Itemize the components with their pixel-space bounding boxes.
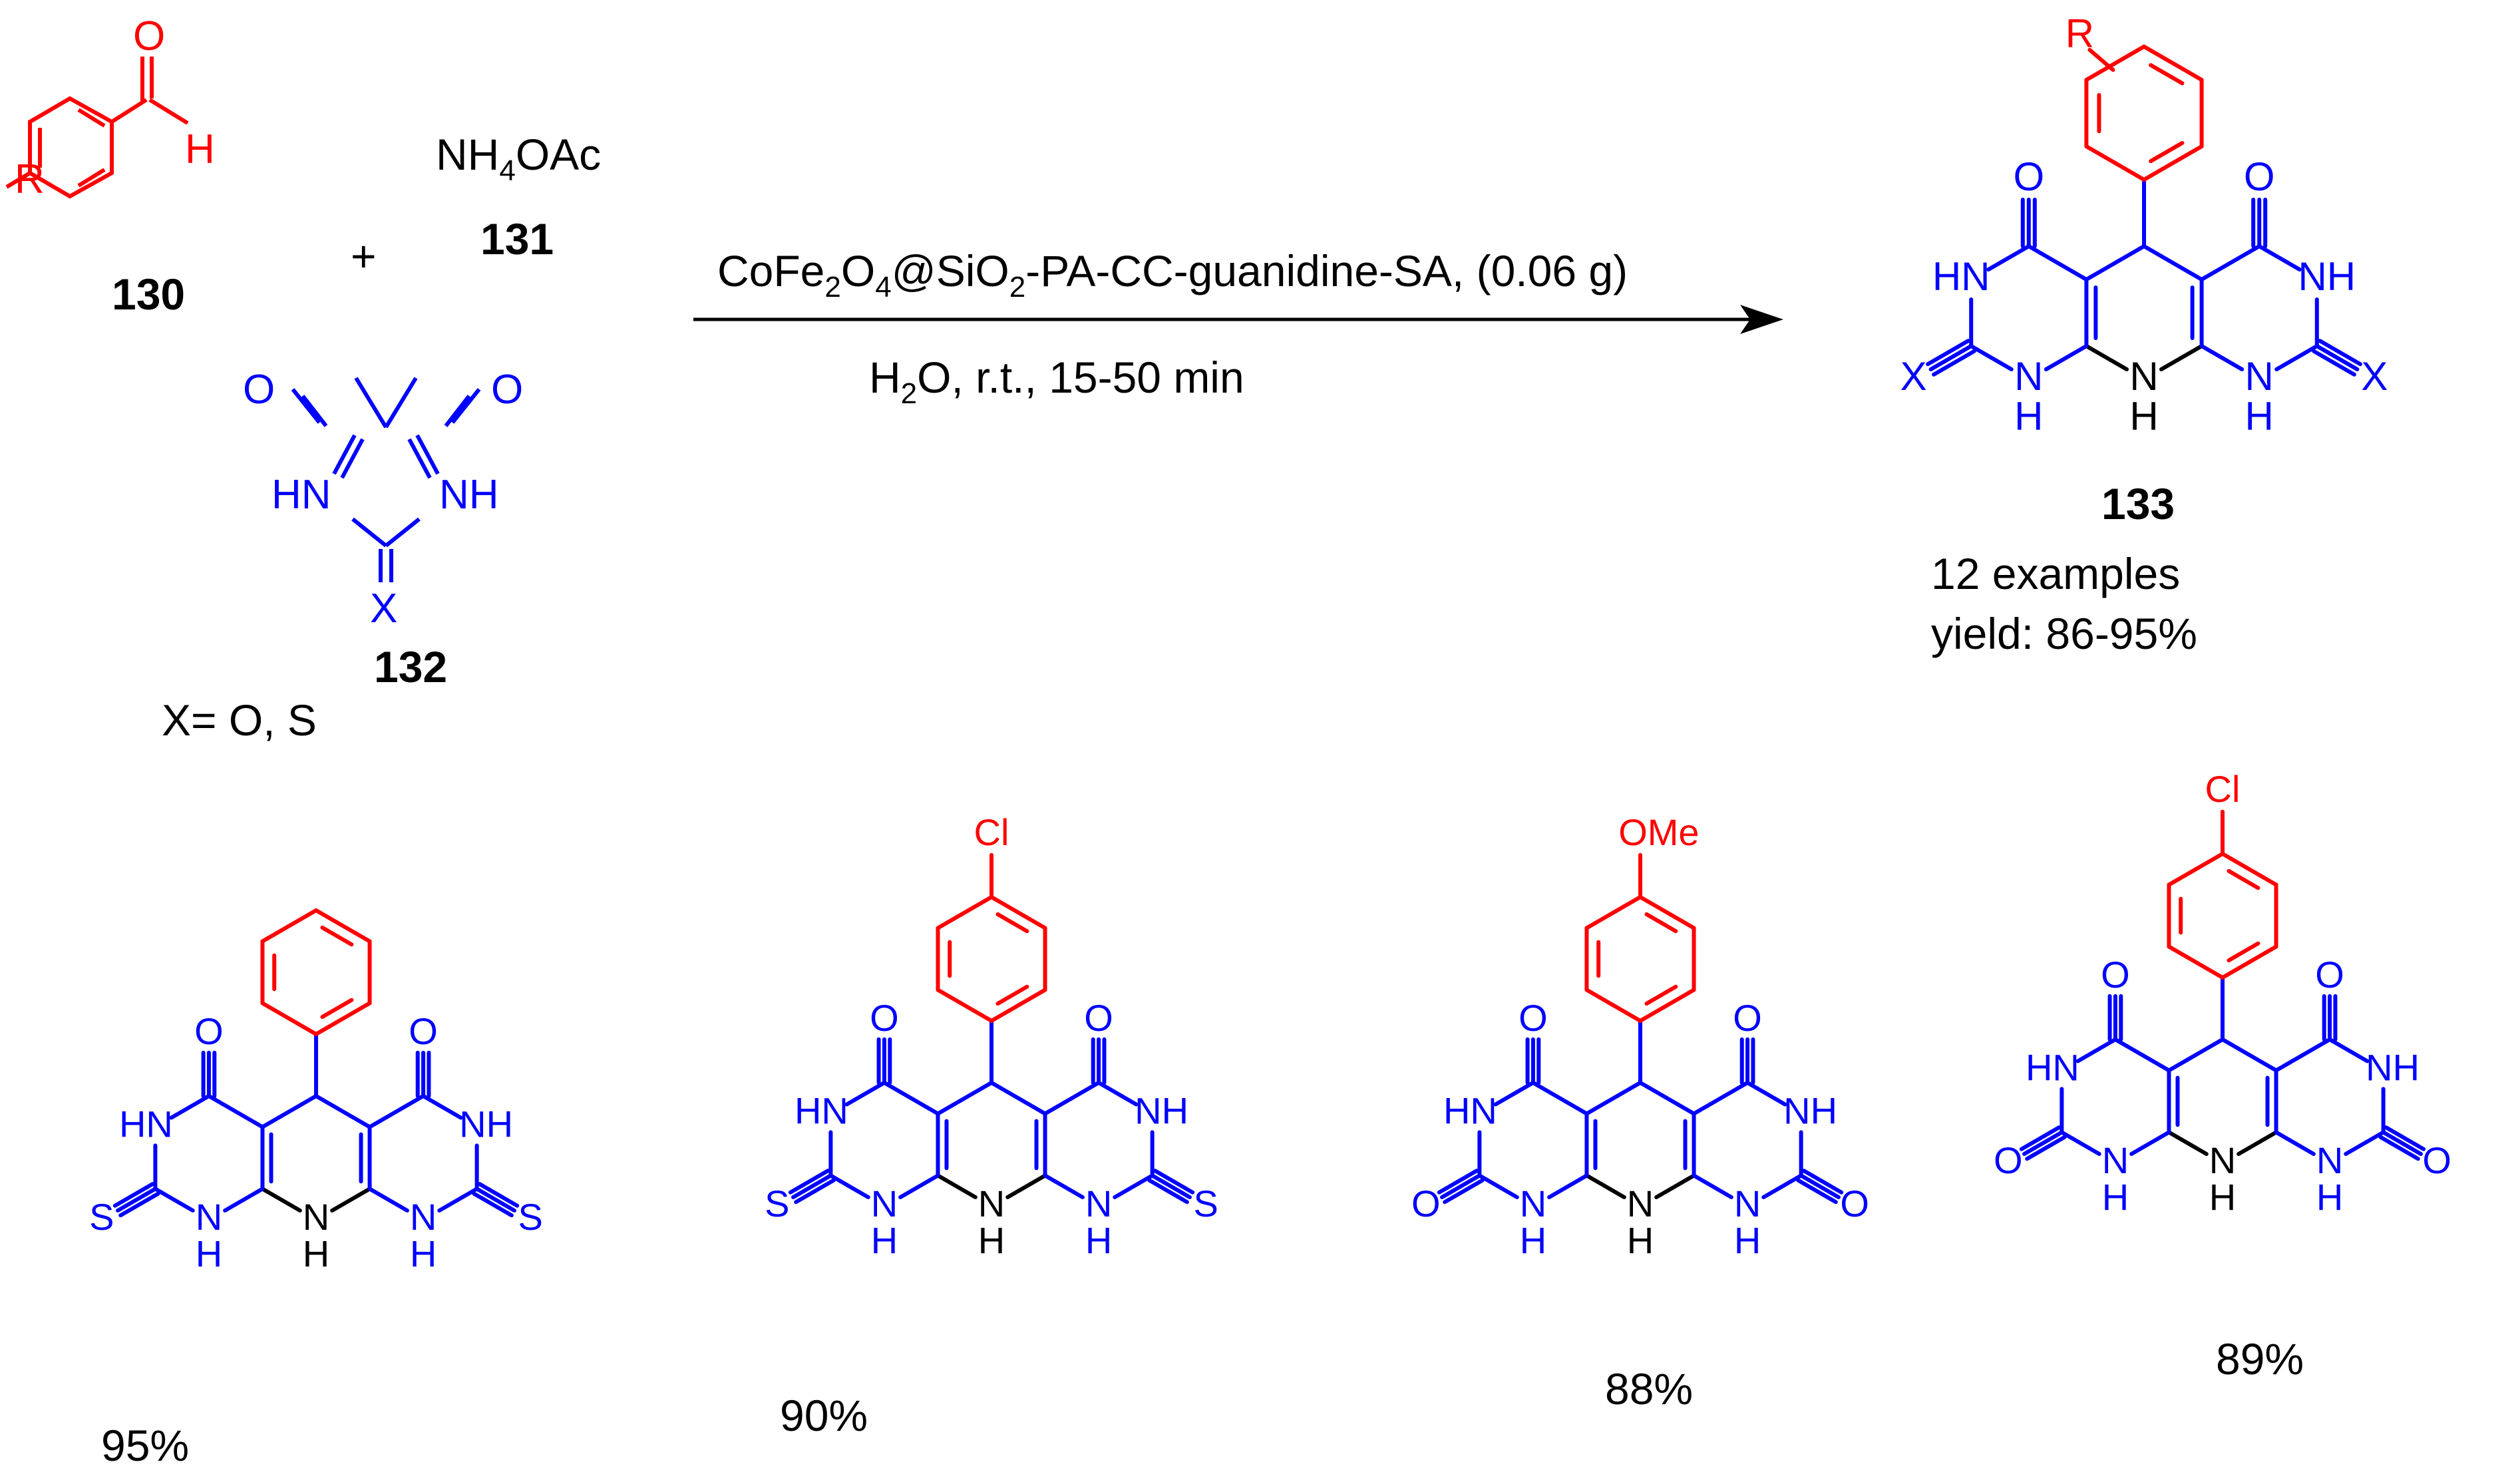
hydrogen-atom: H: [196, 1233, 222, 1275]
oxygen-atom: O: [409, 1010, 438, 1052]
oxygen-atom: O: [243, 367, 275, 413]
ammonium-acetate: NH4OAc: [436, 130, 601, 187]
nitrogen-atom: N: [410, 1196, 437, 1238]
heteroatom-x: S: [765, 1183, 789, 1224]
oxygen-atom: O: [2315, 954, 2344, 996]
heteroatom-x: O: [1411, 1183, 1441, 1224]
nh-group: NH: [459, 1103, 513, 1145]
nitrogen-atom: N: [2102, 1139, 2129, 1181]
nitrogen-atom: N: [2209, 1139, 2236, 1181]
heteroatom-x: O: [1994, 1139, 2023, 1181]
hydrogen-atom: H: [2014, 394, 2043, 439]
nitrogen-atom: N: [2245, 354, 2274, 399]
x-atom: X: [370, 586, 397, 632]
hydrogen-atom: H: [871, 1220, 898, 1262]
yield-label: 89%: [2216, 1334, 2304, 1384]
hydrogen-atom: H: [2209, 1177, 2236, 1218]
plus-sign: +: [351, 232, 377, 281]
nitrogen-atom: N: [196, 1196, 222, 1238]
hydrogen-atom: H: [978, 1220, 1005, 1262]
barbituric-132: O O HN NH X: [243, 367, 523, 632]
oxygen-atom: O: [1733, 997, 1762, 1039]
nitrogen-atom: N: [1520, 1183, 1546, 1224]
hydrogen-atom: H: [410, 1233, 437, 1275]
substituent-label: Cl: [2205, 768, 2241, 810]
compound-label-132: 132: [374, 642, 447, 691]
nitrogen-atom: N: [2316, 1139, 2343, 1181]
heteroatom-x: O: [1840, 1183, 1869, 1224]
hydrogen-atom: H: [2316, 1177, 2343, 1218]
heteroatom-x: S: [1193, 1183, 1218, 1224]
yield-range: yield: 86-95%: [1931, 609, 2197, 658]
heteroatom-x: O: [2422, 1139, 2451, 1181]
nitrogen-atom: N: [871, 1183, 898, 1224]
hydrogen-atom: H: [1734, 1220, 1761, 1262]
hn-group: HN: [1932, 254, 1990, 299]
hydrogen-atom: H: [2245, 394, 2274, 439]
catalyst-conditions: CoFe2O4@SiO2-PA-CC-guanidine-SA, (0.06 g…: [717, 246, 1628, 303]
solvent-conditions: H2O, r.t., 15-50 min: [869, 353, 1244, 410]
nitrogen-atom: N: [2014, 354, 2043, 399]
nh-group: NH: [1783, 1089, 1837, 1131]
hydrogen-atom: H: [303, 1233, 329, 1275]
nitrogen-atom: N: [2129, 354, 2158, 399]
compound-label-130: 130: [112, 270, 185, 319]
x-definition: X= O, S: [162, 695, 317, 745]
hydrogen-atom: H: [1520, 1220, 1546, 1262]
heteroatom-x: S: [89, 1196, 114, 1238]
aldehyde-130: [5, 57, 189, 199]
nitrogen-atom: N: [1627, 1183, 1654, 1224]
hn-group: HN: [1443, 1089, 1497, 1131]
nh-group: NH: [2298, 254, 2356, 299]
reaction-arrow: [693, 305, 1783, 334]
heteroatom-x: X: [1900, 354, 1927, 399]
compound-label-133: 133: [2101, 479, 2175, 528]
substituent-label: Cl: [974, 811, 1009, 853]
nh-group: NH: [439, 472, 499, 518]
nitrogen-atom: N: [1085, 1183, 1112, 1224]
yield-label: 90%: [780, 1391, 868, 1440]
nitrogen-atom: N: [303, 1196, 329, 1238]
hydrogen-atom: H: [1627, 1220, 1654, 1262]
heteroatom-x: X: [2361, 354, 2388, 399]
hn-group: HN: [119, 1103, 173, 1145]
hn-group: HN: [795, 1089, 848, 1131]
oxygen-atom: O: [1519, 997, 1548, 1039]
compound-label-131: 131: [480, 214, 554, 264]
hn-group: HN: [271, 472, 331, 518]
oxygen-atom: O: [1084, 997, 1113, 1039]
yield-label: 88%: [1605, 1364, 1693, 1413]
nh-group: NH: [2366, 1046, 2420, 1088]
yield-label: 95%: [101, 1421, 189, 1470]
oxygen-atom: O: [2244, 154, 2275, 199]
hydrogen-atom: H: [1085, 1220, 1112, 1262]
oxygen-atom: O: [2013, 154, 2044, 199]
oxygen-atom: O: [870, 997, 899, 1039]
nitrogen-atom: N: [1734, 1183, 1761, 1224]
heteroatom-x: S: [518, 1196, 542, 1238]
hydrogen-atom: H: [2129, 394, 2158, 439]
hydrogen-atom: H: [2102, 1177, 2129, 1218]
substituent-label: OMe: [1618, 811, 1699, 853]
oxygen-atom: O: [2101, 954, 2130, 996]
oxygen-atom: O: [133, 13, 165, 59]
examples-count: 12 examples: [1931, 549, 2180, 598]
nh-group: NH: [1135, 1089, 1188, 1131]
hydrogen-atom: H: [185, 126, 215, 172]
nitrogen-atom: N: [978, 1183, 1005, 1224]
oxygen-atom: O: [491, 367, 523, 413]
r-group: R: [15, 156, 45, 202]
hn-group: HN: [2026, 1046, 2079, 1088]
oxygen-atom: O: [194, 1010, 224, 1052]
